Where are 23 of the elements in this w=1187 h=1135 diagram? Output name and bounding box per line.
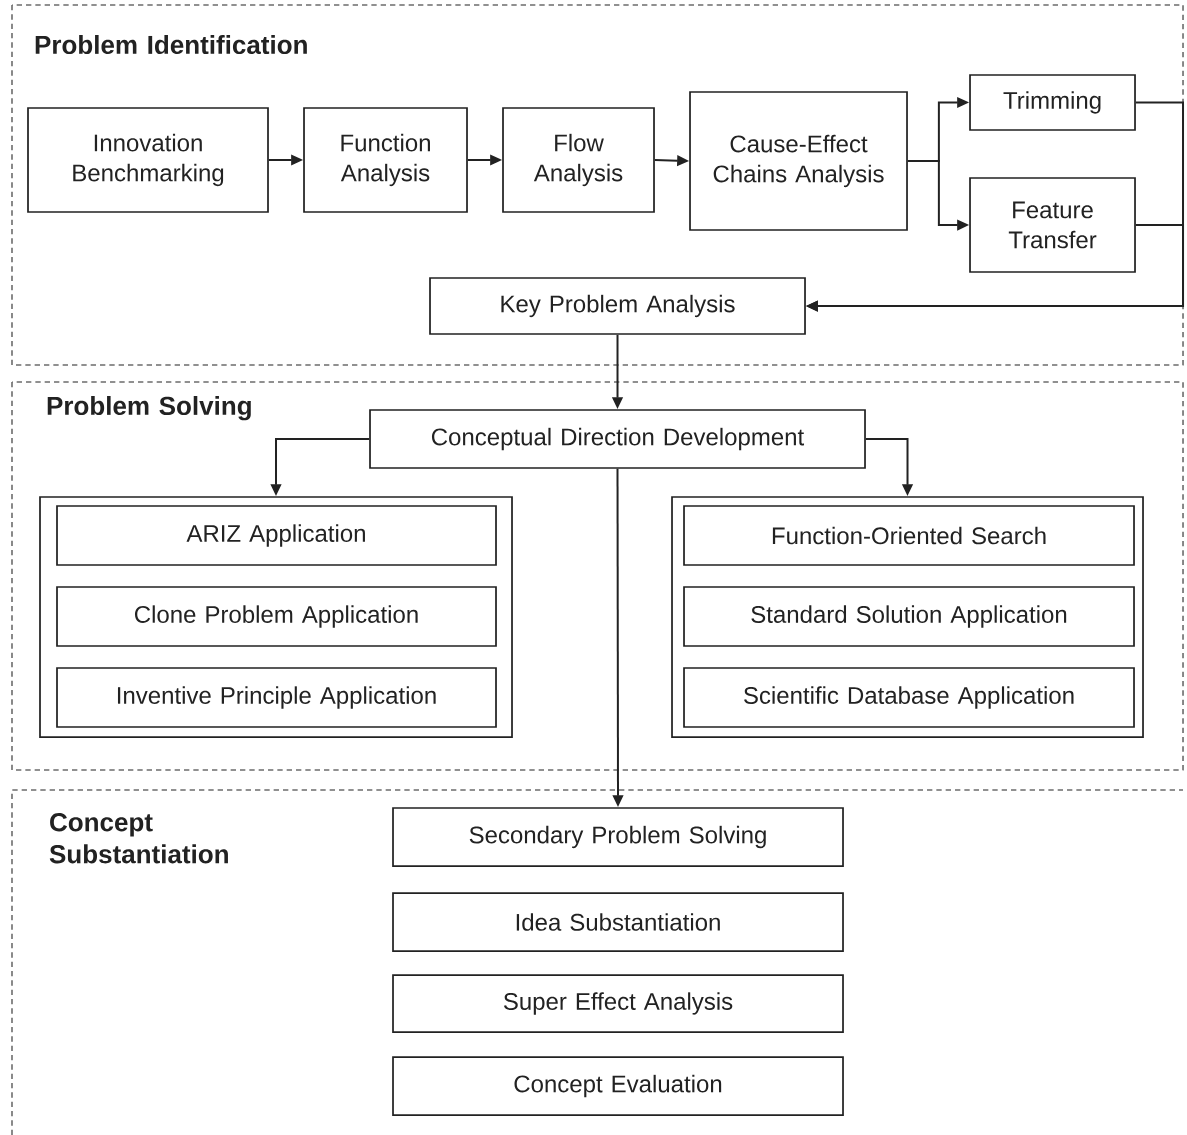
process-box: Super Effect Analysis bbox=[392, 974, 844, 1033]
process-box: Feature Transfer bbox=[969, 177, 1136, 273]
section-heading: Problem Solving bbox=[47, 396, 251, 421]
process-box: Key Problem Analysis bbox=[429, 277, 806, 335]
process-box: Concept Evaluation bbox=[392, 1056, 844, 1116]
process-box: Secondary Problem Solving bbox=[392, 807, 844, 867]
process-box: Clone Problem Application bbox=[56, 586, 497, 647]
section-heading: Problem Identification bbox=[35, 35, 307, 55]
group-box bbox=[39, 496, 513, 738]
process-box: Cause-Effect Chains Analysis bbox=[689, 91, 908, 231]
section-heading: Concept Substantiation bbox=[49, 813, 228, 864]
process-box: Idea Substantiation bbox=[392, 892, 844, 952]
process-box: Function Analysis bbox=[303, 107, 468, 213]
process-box: Standard Solution Application bbox=[683, 586, 1135, 647]
process-box: Inventive Principle Application bbox=[56, 667, 497, 728]
process-box: Conceptual Direction Development bbox=[369, 409, 866, 469]
group-box bbox=[671, 496, 1144, 738]
process-box: Function-Oriented Search bbox=[683, 505, 1135, 566]
process-box: Innovation Benchmarking bbox=[27, 107, 269, 213]
process-box: Flow Analysis bbox=[502, 107, 655, 213]
process-box: Trimming bbox=[969, 74, 1136, 131]
process-box: Scientific Database Application bbox=[683, 667, 1135, 728]
process-box: ARIZ Application bbox=[56, 505, 497, 566]
